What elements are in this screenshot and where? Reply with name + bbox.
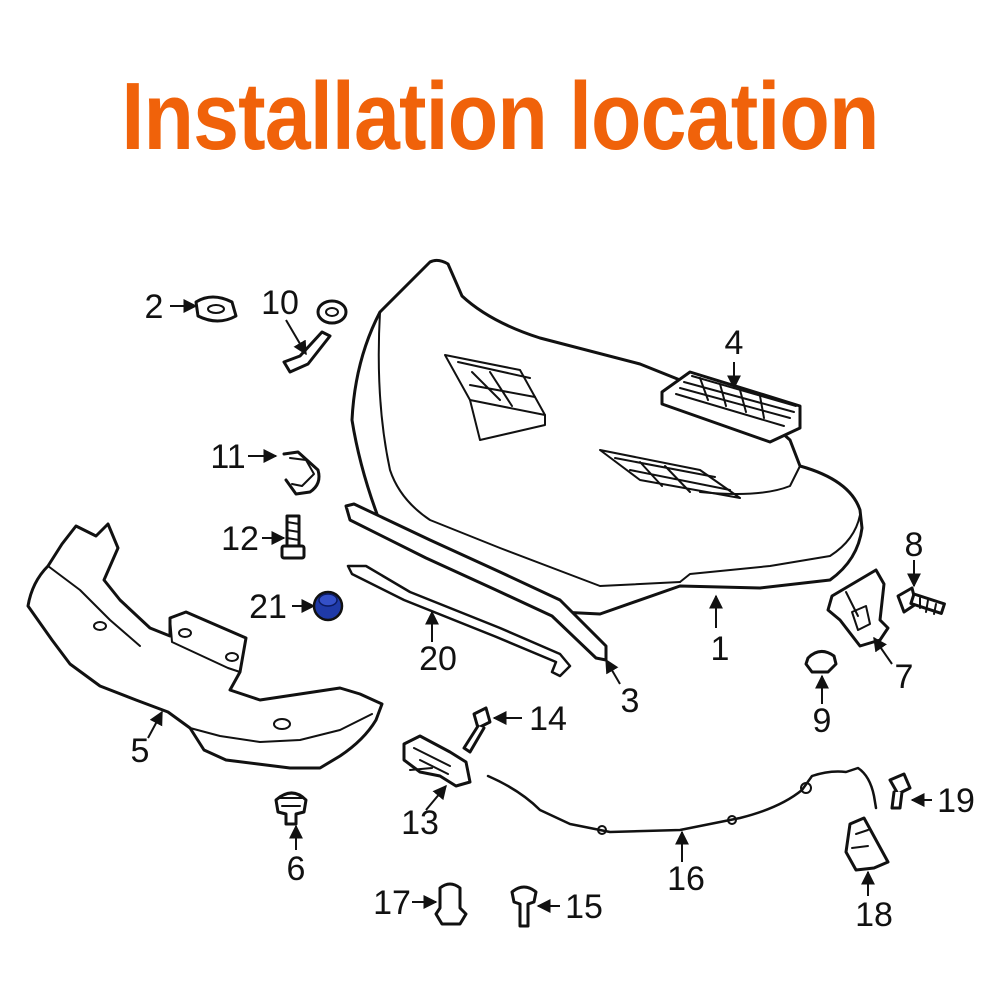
callout-7: 7 — [895, 658, 914, 696]
latch-part-13 — [402, 734, 472, 788]
callout-16: 16 — [667, 860, 705, 898]
callout-19: 19 — [937, 782, 975, 820]
stud-part-8 — [896, 586, 946, 615]
callout-17: 17 — [373, 884, 411, 922]
callout-11: 11 — [210, 438, 245, 476]
leader-lines — [147, 299, 932, 913]
bolt-part-12 — [280, 514, 306, 560]
callout-5: 5 — [131, 732, 150, 770]
callout-14: 14 — [529, 700, 567, 738]
callout-1: 1 — [711, 630, 730, 668]
callout-labels: 1 2 3 4 5 6 7 8 9 10 11 12 13 14 15 16 1… — [131, 284, 975, 934]
callout-6: 6 — [287, 850, 306, 888]
clip-part-2 — [194, 295, 238, 323]
callout-8: 8 — [905, 526, 924, 564]
bolt-part-19 — [888, 772, 912, 810]
insulator-pad-part-5 — [26, 522, 384, 770]
callout-12: 12 — [221, 520, 259, 558]
callout-20: 20 — [419, 640, 457, 678]
hood-part-1 — [350, 258, 864, 616]
callout-2: 2 — [145, 288, 164, 326]
grommet-part-21-highlighted — [312, 590, 344, 622]
support-rod-part-11 — [282, 450, 321, 496]
callout-13: 13 — [401, 804, 439, 842]
push-clip-part-6 — [274, 791, 308, 826]
callout-18: 18 — [855, 896, 893, 934]
pin-part-17 — [434, 882, 468, 926]
release-cable-part-16 — [486, 766, 878, 835]
callout-15: 15 — [565, 888, 603, 926]
callout-9: 9 — [813, 702, 832, 740]
nut-part-9 — [804, 650, 838, 674]
bracket-part-7 — [826, 568, 890, 648]
bumper-part-15 — [510, 885, 538, 928]
callout-3: 3 — [621, 682, 640, 720]
seal-strip-part-20 — [346, 564, 572, 678]
handle-part-18 — [844, 816, 890, 872]
callout-21: 21 — [249, 588, 287, 626]
screw-part-14 — [462, 706, 492, 754]
page-title: Installation location — [121, 63, 879, 170]
callout-10: 10 — [261, 284, 299, 322]
vent-grille-part-4 — [660, 370, 802, 444]
seal-part-10 — [282, 299, 348, 374]
callout-4: 4 — [725, 324, 744, 362]
